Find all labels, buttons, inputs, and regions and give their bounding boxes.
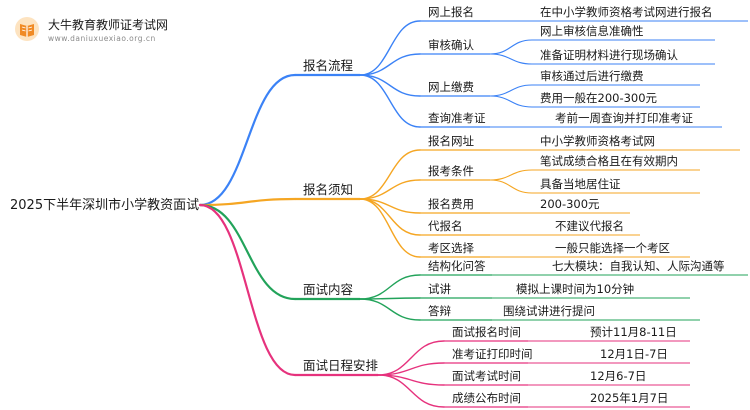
item-label: 查询准考证 — [428, 111, 486, 125]
item-label: 报名网址 — [428, 134, 474, 148]
branch-connector — [198, 197, 297, 207]
section-label: 面试日程安排 — [303, 358, 379, 373]
branch-connector — [198, 73, 297, 207]
detail-label: 笔试成绩合格且在有效期内 — [540, 154, 678, 168]
book-logo-icon — [15, 17, 39, 41]
item-label: 结构化问答 — [428, 259, 486, 273]
site-logo: 大牛教育教师证考试网 www.daniuxuexiao.org.cn — [8, 10, 208, 50]
item-connector — [377, 374, 445, 408]
detail-label: 12月1日-7日 — [600, 347, 668, 361]
logo-subtitle: www.daniuxuexiao.org.cn — [48, 34, 156, 43]
detail-connector — [489, 39, 533, 55]
detail-label: 预计11月8-11日 — [590, 325, 677, 339]
item-connector — [359, 274, 421, 300]
detail-label: 准备证明材料进行现场确认 — [540, 48, 678, 62]
item-connector — [359, 149, 421, 200]
section-label: 面试内容 — [303, 282, 353, 297]
detail-label: 2025年1月7日 — [590, 391, 668, 405]
root-topic: 2025下半年深圳市小学教资面试 — [10, 197, 199, 213]
item-label: 答辩 — [428, 304, 451, 318]
item-label: 成绩公布时间 — [452, 391, 521, 405]
detail-label: 七大模块：自我认知、人际沟通等 — [552, 259, 725, 273]
detail-connector — [489, 84, 533, 97]
item-label: 面试考试时间 — [452, 369, 521, 383]
detail-label: 在中小学教师资格考试网进行报名 — [540, 5, 713, 19]
detail-label: 200-300元 — [540, 197, 600, 211]
item-connector — [359, 198, 421, 236]
detail-label: 中小学教师资格考试网 — [540, 134, 655, 148]
detail-label: 围绕试讲进行提问 — [503, 304, 595, 318]
detail-connector — [489, 169, 533, 181]
detail-label: 不建议代报名 — [555, 219, 624, 233]
branch-connector — [198, 203, 297, 377]
item-label: 面试报名时间 — [452, 325, 521, 339]
detail-connector — [489, 53, 533, 65]
detail-label: 一般只能选择一个考区 — [555, 241, 670, 255]
detail-label: 审核通过后进行缴费 — [540, 69, 644, 83]
detail-connector — [489, 95, 533, 108]
detail-label: 12月6-7日 — [590, 369, 646, 383]
section-label: 报名须知 — [303, 182, 353, 197]
item-label: 考区选择 — [428, 241, 474, 255]
item-connector — [359, 74, 421, 97]
item-label: 试讲 — [428, 282, 451, 296]
detail-label: 考前一周查询并打印准考证 — [555, 111, 693, 125]
detail-label: 模拟上课时间为10分钟 — [516, 282, 634, 296]
item-label: 代报名 — [428, 219, 463, 233]
detail-label: 费用一般在200-300元 — [540, 91, 658, 105]
item-label: 网上缴费 — [428, 80, 474, 94]
section-label: 报名流程 — [303, 58, 354, 73]
item-connector — [359, 74, 421, 128]
detail-connector — [489, 179, 533, 194]
item-connector — [377, 340, 445, 376]
logo-title: 大牛教育教师证考试网 — [48, 18, 169, 32]
item-connector — [359, 198, 421, 258]
item-connector — [359, 298, 421, 321]
item-label: 报名费用 — [428, 197, 474, 211]
item-label: 审核确认 — [428, 38, 474, 52]
item-connector — [359, 179, 421, 200]
item-connector — [359, 20, 421, 76]
item-connector — [359, 53, 421, 76]
item-label: 报考条件 — [428, 164, 474, 178]
item-label: 网上报名 — [428, 5, 474, 19]
detail-label: 网上审核信息准确性 — [540, 24, 644, 38]
detail-label: 具备当地居住证 — [540, 177, 621, 191]
item-label: 准考证打印时间 — [452, 347, 533, 361]
branch-connector — [198, 203, 297, 301]
